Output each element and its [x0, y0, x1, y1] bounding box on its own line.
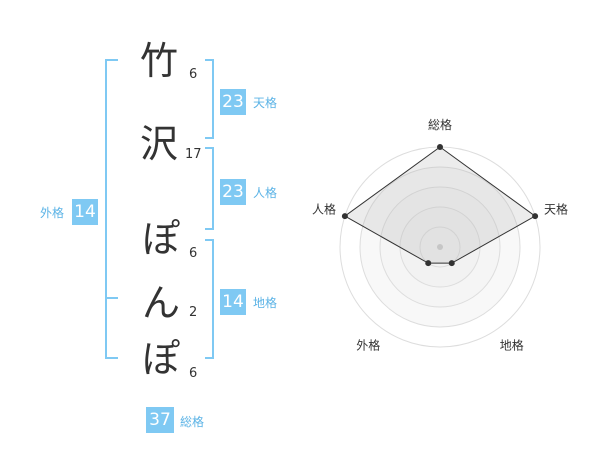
name-char-5: ぽ — [142, 337, 181, 381]
gaikaku-badge: 14 — [72, 199, 98, 225]
tenkaku-bracket — [205, 59, 214, 139]
chikaku-badge: 14 — [220, 289, 246, 315]
radar-axis-label-5: 人格 — [312, 201, 336, 216]
name-char-3: ぽ — [142, 217, 181, 261]
tenkaku-badge: 23 — [220, 89, 246, 115]
stroke-count-5: 6 — [189, 366, 198, 381]
radar-point-1 — [437, 144, 443, 150]
soukaku-badge: 37 — [146, 407, 174, 433]
soukaku-label: 総格 — [180, 415, 205, 429]
radar-point-4 — [425, 260, 432, 267]
radar-axis-label-4: 外格 — [356, 338, 380, 353]
radar-point-2 — [532, 213, 539, 220]
name-char-1: 竹 — [140, 39, 179, 83]
radar-point-3 — [448, 260, 455, 267]
radar-axis-label-1: 総格 — [428, 117, 452, 132]
radar-series-polygon — [343, 146, 537, 264]
radar-center-dot — [437, 244, 443, 250]
stroke-count-2: 17 — [185, 147, 202, 162]
radar-axis-label-2: 天格 — [544, 201, 568, 216]
chikaku-label: 地格 — [253, 296, 278, 310]
jinkaku-badge: 23 — [220, 179, 246, 205]
radar-axis-label-3: 地格 — [500, 338, 524, 353]
name-char-4: ん — [142, 281, 181, 325]
name-char-2: 沢 — [140, 122, 179, 166]
gaikaku-label: 外格 — [40, 206, 65, 220]
tenkaku-label: 天格 — [253, 96, 278, 110]
chikaku-bracket — [205, 239, 214, 359]
gaikaku-bracket — [105, 59, 118, 359]
stroke-count-4: 2 — [189, 305, 198, 320]
jinkaku-bracket — [205, 147, 214, 230]
stroke-count-3: 6 — [189, 246, 198, 261]
radar-point-5 — [341, 213, 348, 220]
stroke-count-1: 6 — [189, 67, 198, 82]
jinkaku-label: 人格 — [253, 186, 278, 200]
